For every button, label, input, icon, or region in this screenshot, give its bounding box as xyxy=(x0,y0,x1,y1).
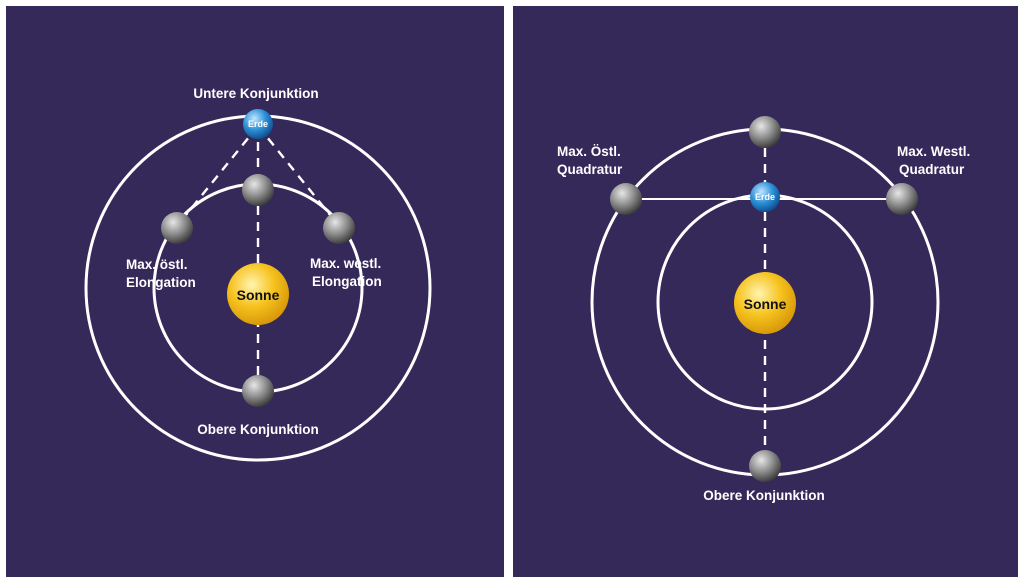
panel-inferior: Sonne Erde Untere Konjunktion Max. östl.… xyxy=(6,6,504,577)
earth-icon xyxy=(243,109,273,139)
label-superior-conjunction: Obere Konjunktion xyxy=(703,488,825,503)
planet-eastern-quadrature-icon xyxy=(610,183,642,215)
label-inferior-conjunction: Untere Konjunktion xyxy=(193,86,318,101)
label-superior-conjunction: Obere Konjunktion xyxy=(197,422,319,437)
planet-western-quadrature-icon xyxy=(886,183,918,215)
sun-label: Sonne xyxy=(744,296,787,312)
earth-label: Erde xyxy=(755,192,775,202)
planet-superior-conjunction-icon xyxy=(242,375,274,407)
panel-superior: Sonne Erde Max. Östl. Quadratur Max. Wes… xyxy=(513,6,1018,577)
sightline-eastern-elongation xyxy=(176,125,259,227)
planet-western-elongation-icon xyxy=(323,212,355,244)
label-eastern-quadrature-line1: Max. Östl. xyxy=(557,144,621,159)
label-western-quadrature-line1: Max. Westl. xyxy=(897,144,970,159)
planet-eastern-elongation-icon xyxy=(161,212,193,244)
label-western-quadrature-line2: Quadratur xyxy=(899,162,965,177)
sun-icon xyxy=(227,263,289,325)
label-western-elongation-line1: Max. westl. xyxy=(310,256,381,271)
earth-label: Erde xyxy=(248,119,268,129)
planet-superior-conjunction-icon xyxy=(749,450,781,482)
planet-inferior-conjunction-icon xyxy=(242,174,274,206)
planet-opposition-icon xyxy=(749,116,781,148)
panel-divider xyxy=(504,0,513,584)
label-eastern-elongation-line2: Elongation xyxy=(126,275,196,290)
sun-label: Sonne xyxy=(237,287,280,303)
label-eastern-elongation-line1: Max. östl. xyxy=(126,257,188,272)
label-western-elongation-line2: Elongation xyxy=(312,274,382,289)
sun-icon xyxy=(734,272,796,334)
label-eastern-quadrature-line2: Quadratur xyxy=(557,162,623,177)
sightline-western-elongation xyxy=(257,125,340,227)
earth-icon xyxy=(750,182,780,212)
